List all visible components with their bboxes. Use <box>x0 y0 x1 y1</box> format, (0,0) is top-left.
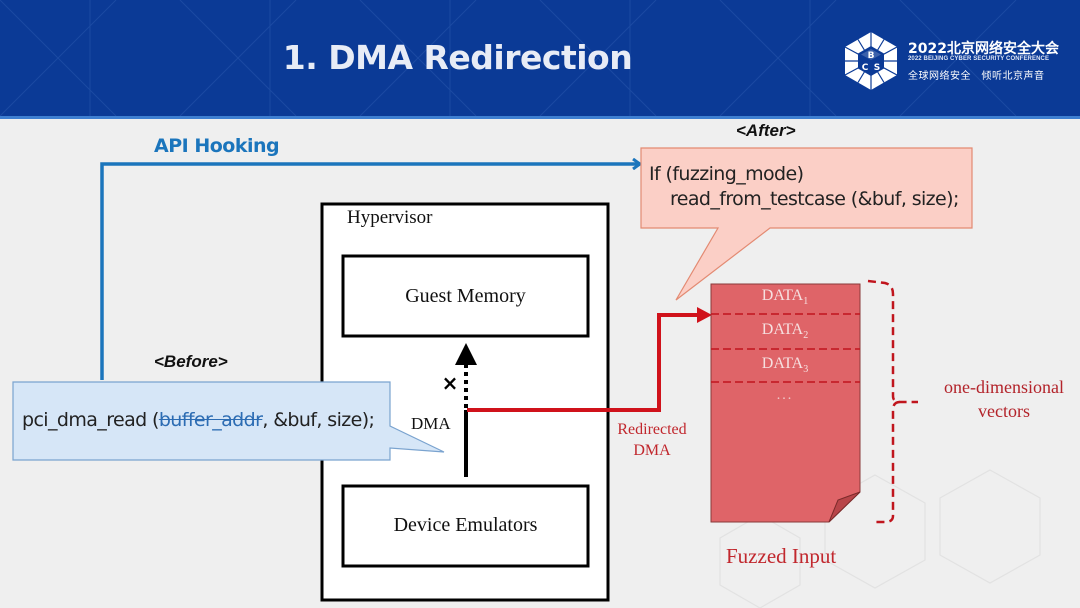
data-row-name: DATA <box>761 355 804 372</box>
guest-memory-label: Guest Memory <box>405 285 526 307</box>
document-fold-icon <box>828 491 861 523</box>
data-row-index: 3 <box>803 364 809 376</box>
data-row-index: 2 <box>803 330 809 342</box>
after-callout-box <box>640 147 973 301</box>
after-code-line-2: read_from_testcase (&buf, size); <box>670 188 959 210</box>
api-hooking-label: API Hooking <box>154 135 280 157</box>
conference-logo: B C S 2022北京网络安全大会 2022 BEIJING CYBER SE… <box>840 30 1070 92</box>
before-label: <Before> <box>154 352 228 371</box>
fuzzed-input-label: Fuzzed Input <box>726 544 837 568</box>
slide-header: 1. DMA Redirection B C S 2022北京网络安全大会 20… <box>0 0 1080 116</box>
header-background-pattern <box>0 0 1017 116</box>
header-divider <box>0 116 1080 119</box>
after-code-line-1: If (fuzzing_mode) <box>649 163 804 185</box>
before-code-prefix: pci_dma_read ( <box>22 409 159 431</box>
before-code-suffix: , &buf, size); <box>262 409 375 431</box>
blocked-x-icon: × <box>442 371 459 395</box>
redirected-dma-arrow <box>467 313 698 412</box>
dma-label: DMA <box>411 414 451 433</box>
data-row-name: DATA <box>761 287 804 304</box>
before-code: pci_dma_read (buffer_addr, &buf, size); <box>22 409 375 431</box>
vectors-brace <box>867 279 918 524</box>
logo-subtitle: 2022 BEIJING CYBER SECURITY CONFERENCE <box>908 56 1050 62</box>
hypervisor-label: Hypervisor <box>347 207 433 228</box>
guest-memory-box <box>341 254 590 338</box>
before-callout-box <box>12 381 445 461</box>
data-row-2: DATA2 <box>710 321 860 341</box>
after-code: If (fuzzing_mode) read_from_testcase (&b… <box>649 162 959 212</box>
data-row-1: DATA1 <box>710 287 860 307</box>
dma-arrowhead-icon <box>455 343 477 365</box>
api-hooking-arrow <box>100 164 640 380</box>
redirected-arrowhead-icon <box>697 307 712 323</box>
struck-buffer-addr: buffer_addr <box>158 409 263 431</box>
logo-letter-s: S <box>874 63 880 73</box>
logo-title: 2022北京网络安全大会 <box>908 41 1059 57</box>
logo-letter-b: B <box>868 51 875 61</box>
one-dimensional-vectors-label: one-dimensional vectors <box>944 377 1064 421</box>
data-row-index: 1 <box>803 296 809 308</box>
data-row-ellipsis: ... <box>776 388 794 403</box>
after-label: <After> <box>736 121 796 140</box>
device-emulators-label: Device Emulators <box>393 514 538 536</box>
redirected-dma-label: Redirected DMA <box>617 421 687 459</box>
logo-letter-c: C <box>862 63 869 73</box>
slide-title: 1. DMA Redirection <box>282 38 633 77</box>
data-row-name: DATA <box>761 321 804 338</box>
data-row-3: DATA3 <box>710 355 860 375</box>
logo-slogan: 全球网络安全 倾听北京声音 <box>908 71 1045 82</box>
device-emulators-box <box>341 484 590 568</box>
bcs-cube-logo-icon: B C S <box>844 32 898 90</box>
